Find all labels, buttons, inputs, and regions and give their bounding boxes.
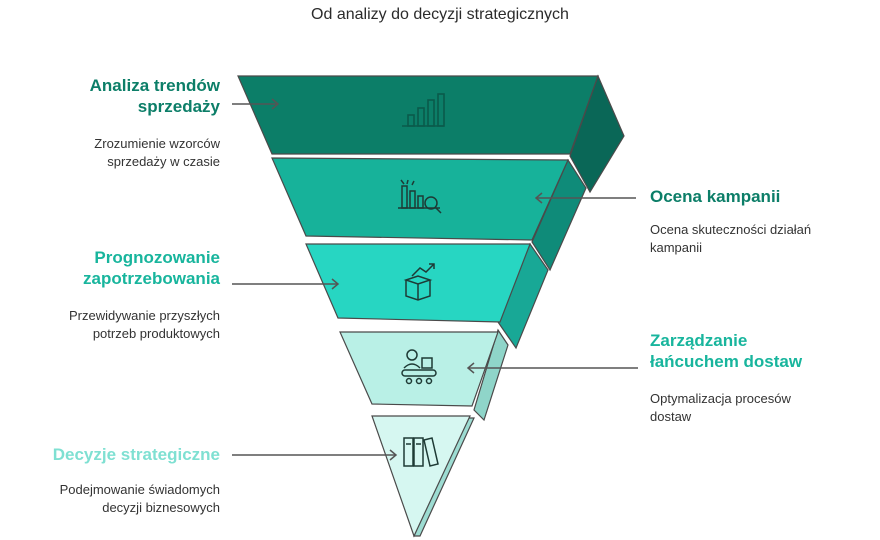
stage-ocena-description-line2: kampanii bbox=[650, 240, 703, 255]
stage-analiza-heading-line1: Analiza trendów bbox=[89, 76, 220, 95]
stage-analiza-heading-line2: sprzedaży bbox=[137, 97, 220, 116]
stage-decyzje: Decyzje strategiczne Podejmowanie świado… bbox=[20, 444, 220, 517]
stage-zarzadzanie-description-line2: dostaw bbox=[650, 409, 692, 424]
stage-zarzadzanie-description: Optymalizacja procesów dostaw bbox=[650, 390, 870, 426]
stage-zarzadzanie-description-line1: Optymalizacja procesów bbox=[650, 391, 791, 406]
stage-zarzadzanie-heading-line2: łańcuchem dostaw bbox=[650, 352, 803, 371]
connector-analiza bbox=[232, 98, 280, 110]
stage-decyzje-description-line1: Podejmowanie świadomych bbox=[59, 482, 220, 497]
funnel-level-5-face bbox=[371, 415, 471, 538]
conveyor-worker-icon bbox=[401, 349, 437, 385]
stage-ocena: Ocena kampanii Ocena skuteczności działa… bbox=[650, 186, 870, 257]
bar-chart-icon bbox=[402, 93, 445, 127]
stage-zarzadzanie-heading-line1: Zarządzanie bbox=[650, 331, 748, 350]
stage-prognozowanie: Prognozowanie zapotrzebowania Przewidywa… bbox=[20, 247, 220, 343]
stage-ocena-heading: Ocena kampanii bbox=[650, 187, 781, 206]
funnel-level-4 bbox=[339, 328, 509, 422]
stage-zarzadzanie-heading: Zarządzanie łańcuchem dostaw bbox=[650, 330, 870, 372]
stage-prognozowanie-description-line2: potrzeb produktowych bbox=[92, 326, 220, 341]
connector-prognozowanie bbox=[232, 278, 340, 290]
stage-decyzje-description: Podejmowanie świadomych decyzji biznesow… bbox=[20, 481, 220, 517]
stage-analiza-description-line2: sprzedaży w czasie bbox=[107, 154, 220, 169]
stage-analiza: Analiza trendów sprzedaży Zrozumienie wz… bbox=[20, 75, 220, 171]
funnel-level-4-face bbox=[339, 331, 499, 407]
funnel-level-2-face bbox=[271, 157, 569, 241]
funnel-level-5 bbox=[371, 415, 475, 538]
chart-magnifier-icon bbox=[398, 179, 442, 214]
funnel-level-3-face bbox=[305, 243, 531, 323]
stage-analiza-description: Zrozumienie wzorców sprzedaży w czasie bbox=[20, 135, 220, 171]
connector-ocena bbox=[534, 192, 636, 204]
stage-decyzje-heading: Decyzje strategiczne bbox=[52, 445, 220, 464]
diagram-title: Od analizy do decyzji strategicznych bbox=[311, 6, 569, 23]
stage-ocena-description-line1: Ocena skuteczności działań bbox=[650, 222, 812, 237]
stage-decyzje-description-line2: decyzji biznesowych bbox=[102, 500, 220, 515]
stage-prognozowanie-heading-line1: Prognozowanie bbox=[94, 248, 220, 267]
funnel-level-3 bbox=[305, 242, 549, 350]
stage-analiza-heading: Analiza trendów sprzedaży bbox=[20, 75, 220, 117]
stage-prognozowanie-description: Przewidywanie przyszłych potrzeb produkt… bbox=[20, 307, 220, 343]
connector-zarzadzanie bbox=[466, 362, 638, 374]
connector-decyzje bbox=[232, 449, 398, 461]
stage-zarzadzanie: Zarządzanie łańcuchem dostaw Optymalizac… bbox=[650, 330, 870, 426]
stage-ocena-description: Ocena skuteczności działań kampanii bbox=[650, 221, 870, 257]
funnel-level-2 bbox=[271, 157, 587, 272]
box-growth-icon bbox=[403, 263, 435, 301]
books-icon bbox=[403, 437, 439, 467]
stage-prognozowanie-heading-line2: zapotrzebowania bbox=[83, 269, 220, 288]
stage-analiza-description-line1: Zrozumienie wzorców bbox=[94, 136, 220, 151]
funnel-level-4-side bbox=[473, 328, 509, 422]
stage-prognozowanie-heading: Prognozowanie zapotrzebowania bbox=[20, 247, 220, 289]
stage-prognozowanie-description-line1: Przewidywanie przyszłych bbox=[69, 308, 220, 323]
